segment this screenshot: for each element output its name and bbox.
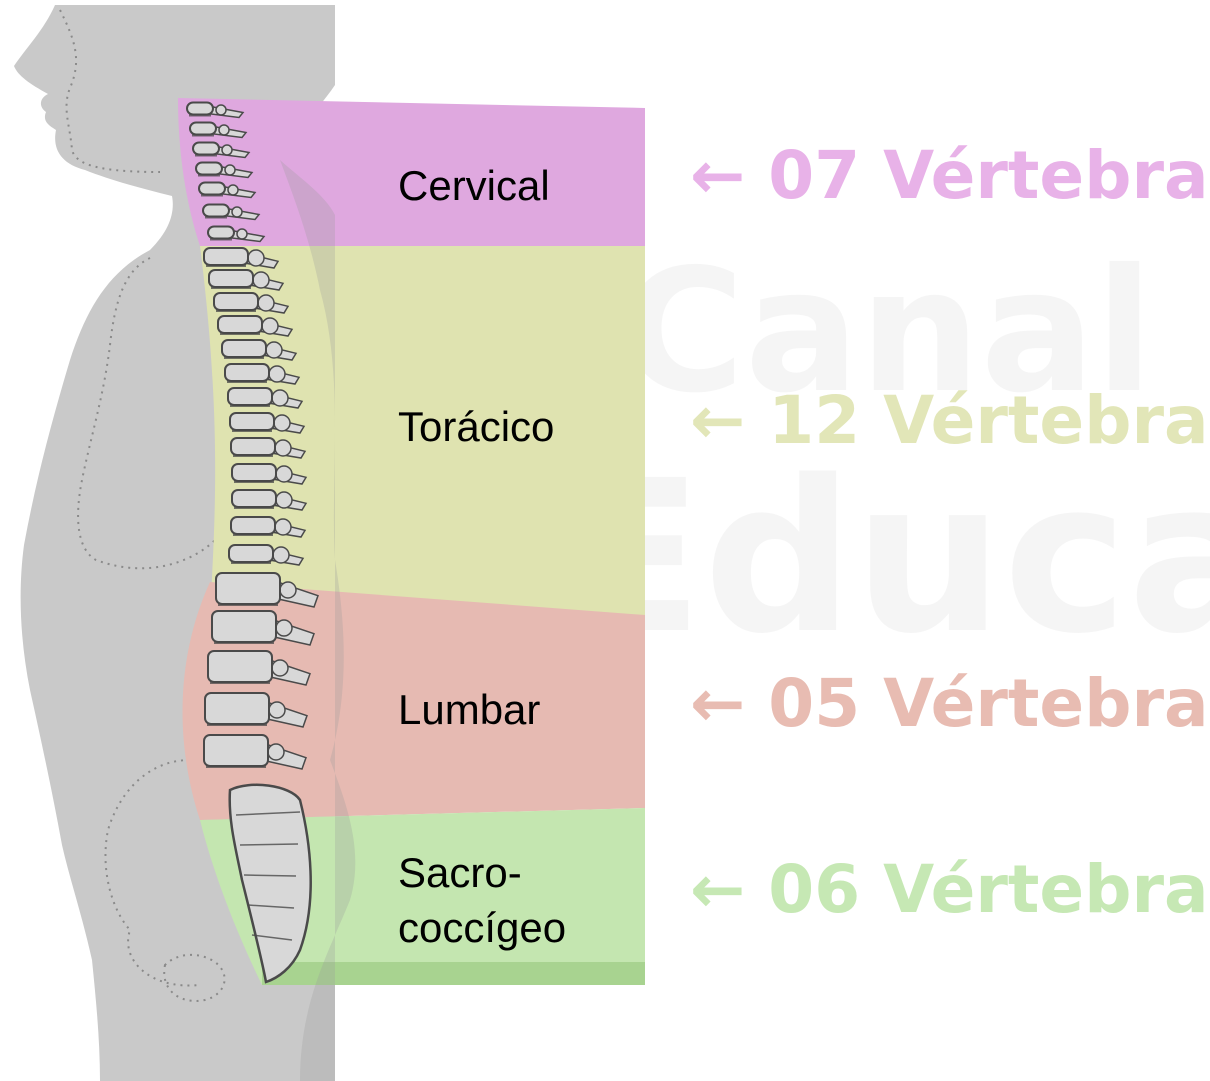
- region-label-cervical: Cervical: [398, 162, 550, 209]
- sacral-segment-line: [244, 875, 296, 876]
- region-label-thoracic: Torácico: [398, 403, 554, 450]
- region-label-sacral-line1: Sacro-: [398, 849, 522, 896]
- sacral-segment-line: [240, 844, 298, 845]
- count-label-cervical: ← 07 Vértebras: [690, 137, 1210, 214]
- watermark-line2: Educaç: [560, 435, 1210, 680]
- count-label-sacral: ← 06 Vértebras: [690, 851, 1210, 928]
- count-label-thoracic: ← 12 Vértebras: [690, 382, 1210, 459]
- region-label-lumbar: Lumbar: [398, 686, 540, 733]
- region-label-sacral-line2: coccígeo: [398, 904, 566, 951]
- count-label-lumbar: ← 05 Vértebras: [690, 665, 1210, 742]
